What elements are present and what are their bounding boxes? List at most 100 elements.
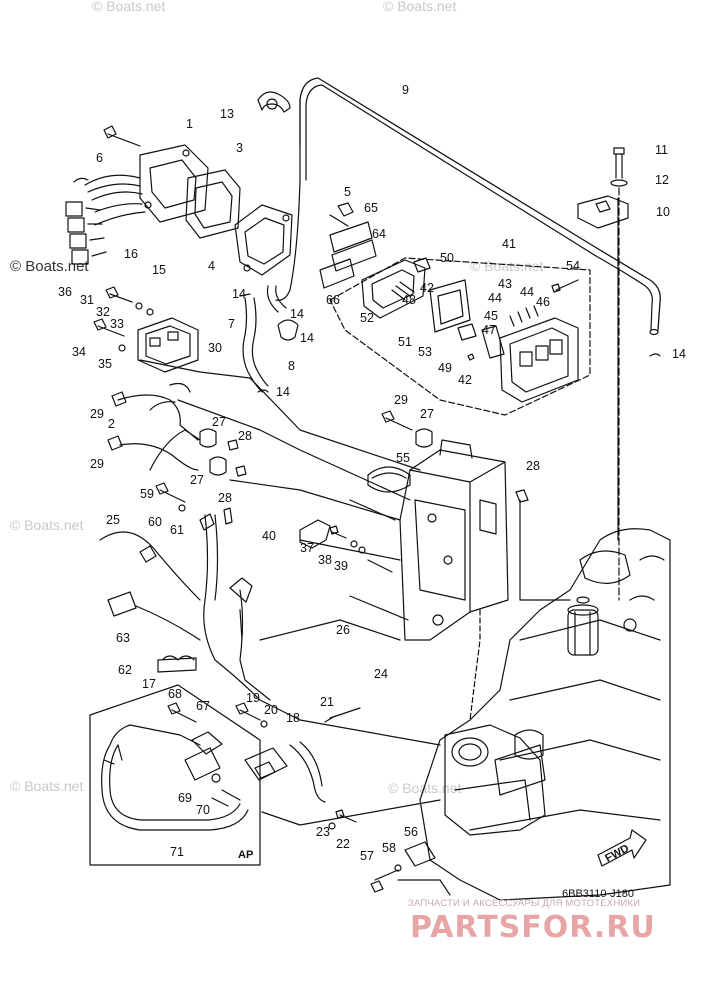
wire-leads xyxy=(203,514,271,701)
callout-28: 28 xyxy=(238,429,252,443)
cable-71 xyxy=(101,724,249,831)
callout-40: 40 xyxy=(262,529,276,543)
callout-52: 52 xyxy=(360,311,374,325)
callout-63: 63 xyxy=(116,631,130,645)
callout-12: 12 xyxy=(655,173,669,187)
callout-22: 22 xyxy=(336,837,350,851)
harness-59 xyxy=(155,482,186,503)
bolt-31 xyxy=(105,286,133,303)
callout-47: 47 xyxy=(482,323,496,337)
callout-66: 66 xyxy=(326,293,340,307)
callout-14: 14 xyxy=(232,287,246,301)
watermark: © Boats.net xyxy=(10,517,84,533)
washer-12 xyxy=(610,179,628,187)
tie-21 xyxy=(324,707,361,723)
callout-50: 50 xyxy=(440,251,454,265)
brand-logo: PARTSFOR.RU xyxy=(410,910,656,945)
callout-16: 16 xyxy=(124,247,138,261)
callout-13: 13 xyxy=(220,107,234,121)
panel-64 xyxy=(331,239,377,272)
callout-49: 49 xyxy=(438,361,452,375)
terminals-44 xyxy=(509,305,539,327)
callout-14: 14 xyxy=(290,307,304,321)
callout-15: 15 xyxy=(152,263,166,277)
callout-46: 46 xyxy=(536,295,550,309)
engine-block xyxy=(419,528,671,901)
fwd-tag: FWD xyxy=(603,842,631,864)
clip-50 xyxy=(413,257,431,273)
callout-25: 25 xyxy=(106,513,120,527)
cap-55 xyxy=(367,466,411,493)
callout-6: 6 xyxy=(96,151,103,165)
wire-2 xyxy=(117,394,201,471)
callout-60: 60 xyxy=(148,515,162,529)
callout-39: 39 xyxy=(334,559,348,573)
callout-34: 34 xyxy=(72,345,86,359)
collar-28a xyxy=(227,439,239,451)
cable-25 xyxy=(99,531,201,601)
callout-62: 62 xyxy=(118,663,132,677)
rectifier-30 xyxy=(137,317,199,373)
callout-5: 5 xyxy=(344,185,351,199)
clip-8 xyxy=(277,319,299,341)
part-53 xyxy=(457,323,477,341)
part-67-body xyxy=(184,747,221,781)
callout-24: 24 xyxy=(374,667,388,681)
callout-54: 54 xyxy=(566,259,580,273)
callout-44: 44 xyxy=(488,291,502,305)
part-48 xyxy=(391,281,415,301)
callout-11: 11 xyxy=(655,143,668,157)
collar-28b xyxy=(235,465,247,477)
callout-35: 35 xyxy=(98,357,112,371)
callout-29: 29 xyxy=(90,407,104,421)
hose-14a xyxy=(266,285,287,313)
module-42 xyxy=(499,317,579,403)
terminal-22 xyxy=(335,809,357,823)
callout-3: 3 xyxy=(236,141,243,155)
callout-38: 38 xyxy=(318,553,332,567)
callout-26: 26 xyxy=(336,623,350,637)
frame-lines xyxy=(139,99,619,896)
callout-41: 41 xyxy=(502,237,516,251)
callout-65: 65 xyxy=(364,201,378,215)
callout-56: 56 xyxy=(404,825,418,839)
part-51 xyxy=(429,279,471,333)
gasket-3 xyxy=(185,169,241,239)
callout-45: 45 xyxy=(484,309,498,323)
callout-17: 17 xyxy=(142,677,156,691)
callout-68: 68 xyxy=(168,687,182,701)
callout-18: 18 xyxy=(286,711,300,725)
callout-71: 71 xyxy=(170,845,184,859)
callout-44: 44 xyxy=(520,285,534,299)
hose-9-drop xyxy=(299,99,307,181)
ap-tag: AP xyxy=(238,849,253,861)
bracket-4 xyxy=(234,204,293,276)
bolt-19 xyxy=(235,702,261,721)
bolt-68 xyxy=(167,702,197,723)
callout-53: 53 xyxy=(418,345,432,359)
watermark: © Boats.net xyxy=(92,0,166,14)
callout-31: 31 xyxy=(80,293,94,307)
callout-55: 55 xyxy=(396,451,410,465)
callout-21: 21 xyxy=(320,695,334,709)
callout-64: 64 xyxy=(372,227,386,241)
callout-10: 10 xyxy=(656,205,670,219)
callout-57: 57 xyxy=(360,849,374,863)
watermark: © Boats.net xyxy=(10,778,84,794)
bolt-57 xyxy=(370,869,399,893)
bolt-5 xyxy=(329,202,354,227)
callout-51: 51 xyxy=(398,335,412,349)
callout-23: 23 xyxy=(316,825,330,839)
callout-70: 70 xyxy=(196,803,210,817)
callout-42: 42 xyxy=(458,373,472,387)
screw-37 xyxy=(329,525,347,539)
callout-8: 8 xyxy=(288,359,295,373)
fwd-arrow xyxy=(597,829,647,867)
callout-33: 33 xyxy=(110,317,124,331)
callout-9: 9 xyxy=(402,83,409,97)
screw-39 xyxy=(367,559,393,573)
cable-18 xyxy=(289,741,326,803)
callout-67: 67 xyxy=(196,699,210,713)
harness-wires xyxy=(84,174,146,226)
fitting-40 xyxy=(299,519,331,549)
